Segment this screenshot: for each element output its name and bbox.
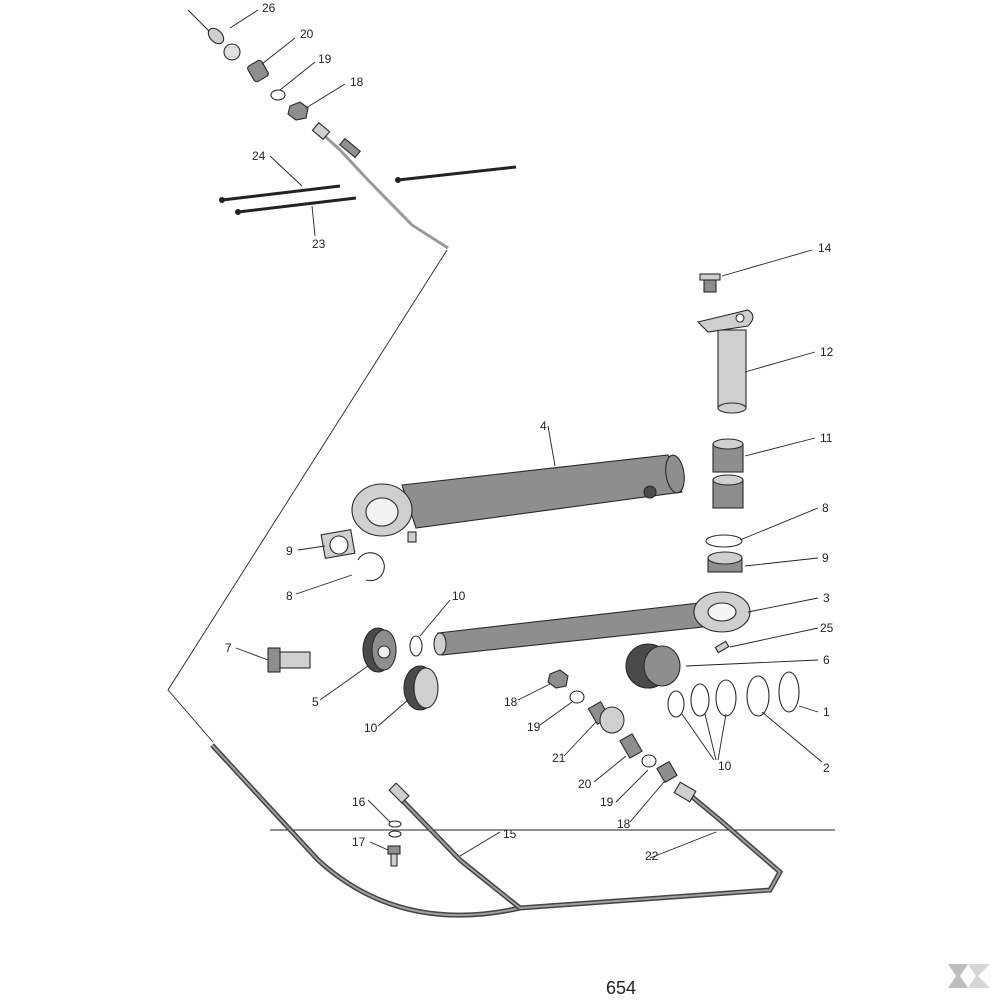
left-bearing-set <box>267 528 385 673</box>
callout-17: 17 <box>352 835 366 849</box>
callout-24: 24 <box>252 149 266 163</box>
bolt-washer <box>387 820 402 867</box>
callout-16: 16 <box>352 795 366 809</box>
callout-22: 22 <box>645 849 659 863</box>
bottom-hoses <box>210 743 784 918</box>
callout-19-center: 19 <box>527 720 541 734</box>
callout-9-left: 9 <box>286 544 293 558</box>
callout-18-center: 18 <box>504 695 518 709</box>
top-hose-assembly <box>187 9 449 250</box>
break-lines <box>167 249 835 831</box>
piston-and-seals <box>362 627 439 711</box>
callout-labels: 26 20 19 18 24 23 14 12 4 11 8 9 9 8 3 1… <box>225 1 834 863</box>
callout-14: 14 <box>818 241 832 255</box>
gland-and-seals <box>625 643 800 718</box>
callout-10-left: 10 <box>364 721 378 735</box>
callout-8-left: 8 <box>286 589 293 603</box>
callout-23: 23 <box>312 237 326 251</box>
callout-25: 25 <box>820 621 834 635</box>
pivot-pin <box>696 273 754 414</box>
brand-logo <box>948 964 990 988</box>
piston-rod <box>433 591 751 656</box>
callout-6: 6 <box>823 653 830 667</box>
callout-20-center: 20 <box>578 777 592 791</box>
bushings <box>712 438 744 509</box>
callout-3: 3 <box>823 591 830 605</box>
callout-10-right: 10 <box>718 759 732 773</box>
callout-10-top: 10 <box>452 589 466 603</box>
callout-26: 26 <box>262 1 276 15</box>
callout-2: 2 <box>823 761 830 775</box>
callout-21: 21 <box>552 751 566 765</box>
callout-8-right: 8 <box>822 501 829 515</box>
callout-5: 5 <box>312 695 319 709</box>
leader-lines <box>229 9 823 859</box>
callout-9-right: 9 <box>822 551 829 565</box>
callout-15: 15 <box>503 827 517 841</box>
cable-ties <box>219 165 517 215</box>
callout-20: 20 <box>300 27 314 41</box>
callout-4: 4 <box>540 419 547 433</box>
callout-1: 1 <box>823 705 830 719</box>
callout-19-lower: 19 <box>600 795 614 809</box>
callout-12: 12 <box>820 345 834 359</box>
callout-7: 7 <box>225 641 232 655</box>
right-bearing-set <box>705 534 743 573</box>
callout-19: 19 <box>318 52 332 66</box>
callout-11: 11 <box>820 431 833 445</box>
page-number: 654 <box>606 978 636 998</box>
callout-18-lower: 18 <box>617 817 631 831</box>
callout-18: 18 <box>350 75 364 89</box>
center-fittings <box>547 669 678 784</box>
cylinder-barrel <box>351 454 685 543</box>
